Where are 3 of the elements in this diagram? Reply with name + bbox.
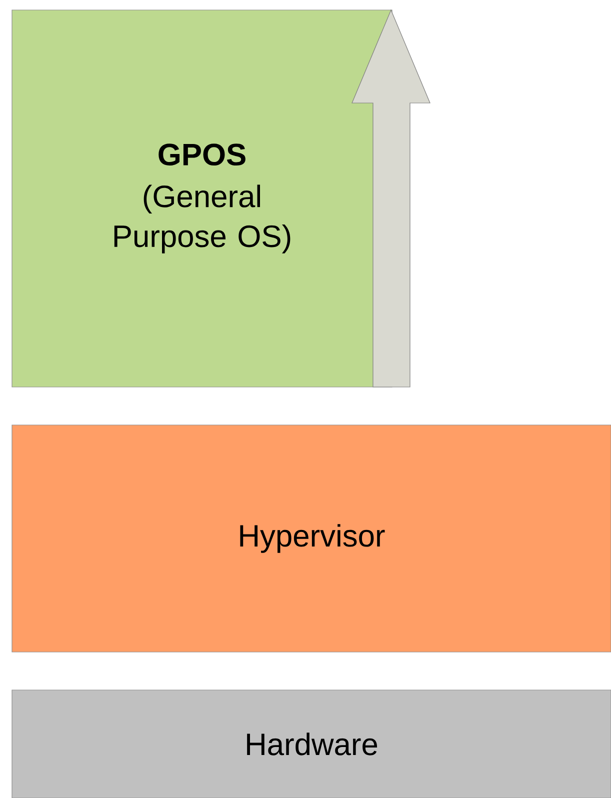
os-layer-box: GPOS (General Purpose OS)	[12, 10, 392, 388]
hardware-layer-box: Hardware	[12, 690, 611, 798]
hypervisor-layer-box: Hypervisor	[12, 424, 611, 652]
